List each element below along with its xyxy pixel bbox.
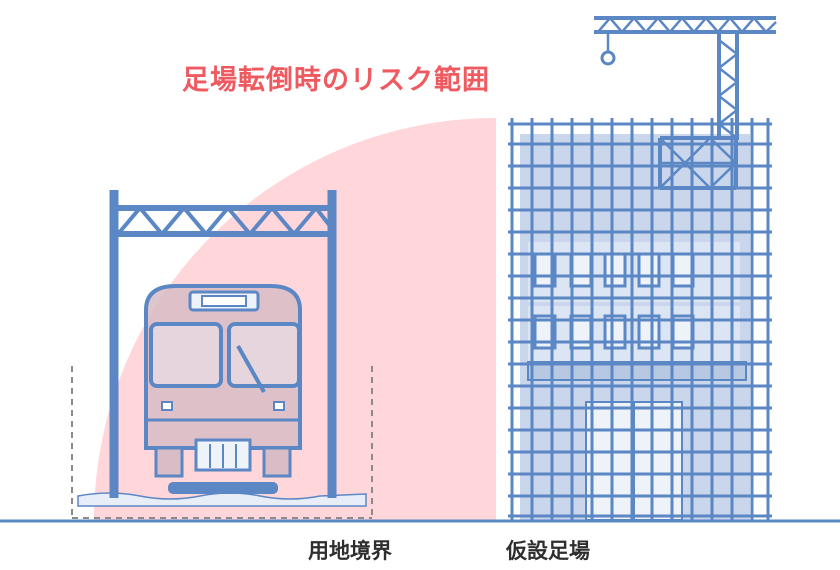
scaffold-label: 仮設足場 [506, 539, 590, 563]
risk-zone-title: 足場転倒時のリスク範囲 [182, 65, 490, 96]
track-bed [77, 492, 367, 507]
site-boundary-label: 用地境界 [308, 539, 392, 563]
train-front-icon [144, 284, 302, 494]
scaffold-grid [508, 118, 772, 520]
catenary-frame [109, 190, 337, 498]
site-boundary [71, 366, 373, 519]
tower-crane-icon [594, 16, 777, 190]
